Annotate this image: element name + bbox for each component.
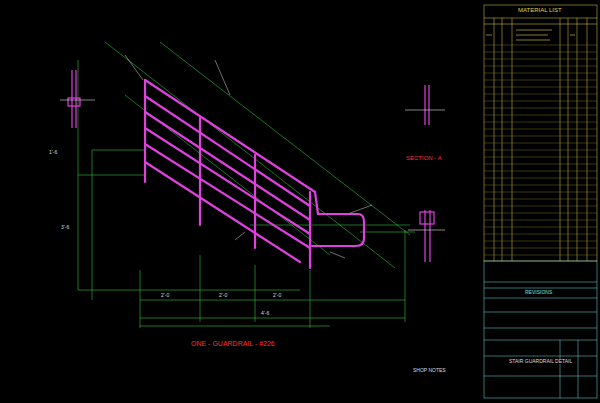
- table-row-line: [484, 178, 597, 179]
- table-row-line: [484, 129, 597, 130]
- drawing-title: STAIR GUARDRAIL DETAIL: [508, 359, 573, 364]
- dimension: 2'-0: [160, 293, 170, 298]
- table-row-line: [484, 241, 597, 242]
- table-row-line: [484, 45, 597, 46]
- table-row-line: [484, 192, 597, 193]
- dimension: 3'-6: [60, 225, 70, 230]
- view-caption: ONE - GUARDRAIL - #226: [190, 340, 276, 347]
- table-row-line: [484, 255, 597, 256]
- table-row-line: [484, 248, 597, 249]
- table-row-line: [484, 213, 597, 214]
- dimension: 2'-0: [218, 293, 228, 298]
- table-row-line: [484, 171, 597, 172]
- table-row-line: [484, 52, 597, 53]
- dimension: 4'-6: [260, 311, 270, 316]
- block-heading: REVISIONS: [524, 290, 553, 295]
- table-row-line: [484, 73, 597, 74]
- table-row-line: [484, 185, 597, 186]
- table-row-line: [484, 164, 597, 165]
- table-row-line: [484, 66, 597, 67]
- table-row-line: [484, 115, 597, 116]
- table-row-line: [484, 199, 597, 200]
- dimension: 2'-0: [272, 293, 282, 298]
- table-row-line: [484, 157, 597, 158]
- table-row-line: [484, 94, 597, 95]
- notes-heading: SHOP NOTES: [412, 368, 447, 373]
- table-row-line: [484, 80, 597, 81]
- table-row-line: [484, 234, 597, 235]
- table-row-line: [484, 122, 597, 123]
- table-row-line: [484, 206, 597, 207]
- dimension: 1'-6: [48, 150, 58, 155]
- table-row-line: [484, 101, 597, 102]
- table-row-line: [484, 87, 597, 88]
- table-row-line: [484, 136, 597, 137]
- table-row-line: [484, 108, 597, 109]
- table-row-line: [484, 150, 597, 151]
- table-row-line: [484, 227, 597, 228]
- table-title: MATERIAL LIST: [517, 7, 563, 13]
- table-row-line: [484, 59, 597, 60]
- table-row-line: [484, 143, 597, 144]
- table-row-line: [484, 220, 597, 221]
- section-label: SECTION - A: [405, 155, 443, 161]
